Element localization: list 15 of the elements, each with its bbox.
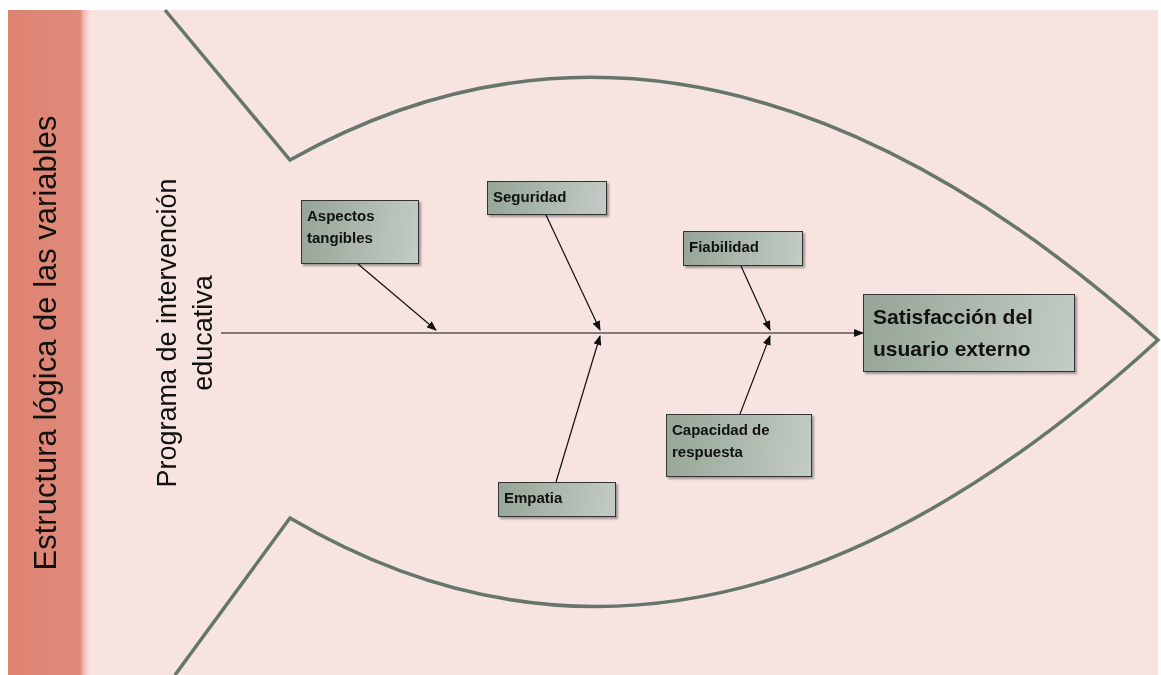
vertical-label: Programa de intervención educativa <box>149 113 221 553</box>
arrow <box>555 335 602 483</box>
arrow <box>357 263 437 331</box>
band-title: Estructura lógica de las variables <box>27 114 64 572</box>
arrow <box>740 265 771 331</box>
side-band <box>8 10 90 675</box>
arrow <box>545 214 601 331</box>
arrow <box>739 335 771 415</box>
cause-box: Aspectos tangibles <box>301 200 419 264</box>
cause-box: Empatia <box>498 482 616 517</box>
cause-box: Seguridad <box>487 181 607 215</box>
arrow <box>220 329 864 337</box>
cause-box: Capacidad de respuesta <box>666 414 812 477</box>
cause-box: Fiabilidad <box>683 231 803 266</box>
effect-box: Satisfacción del usuario externo <box>863 294 1075 372</box>
